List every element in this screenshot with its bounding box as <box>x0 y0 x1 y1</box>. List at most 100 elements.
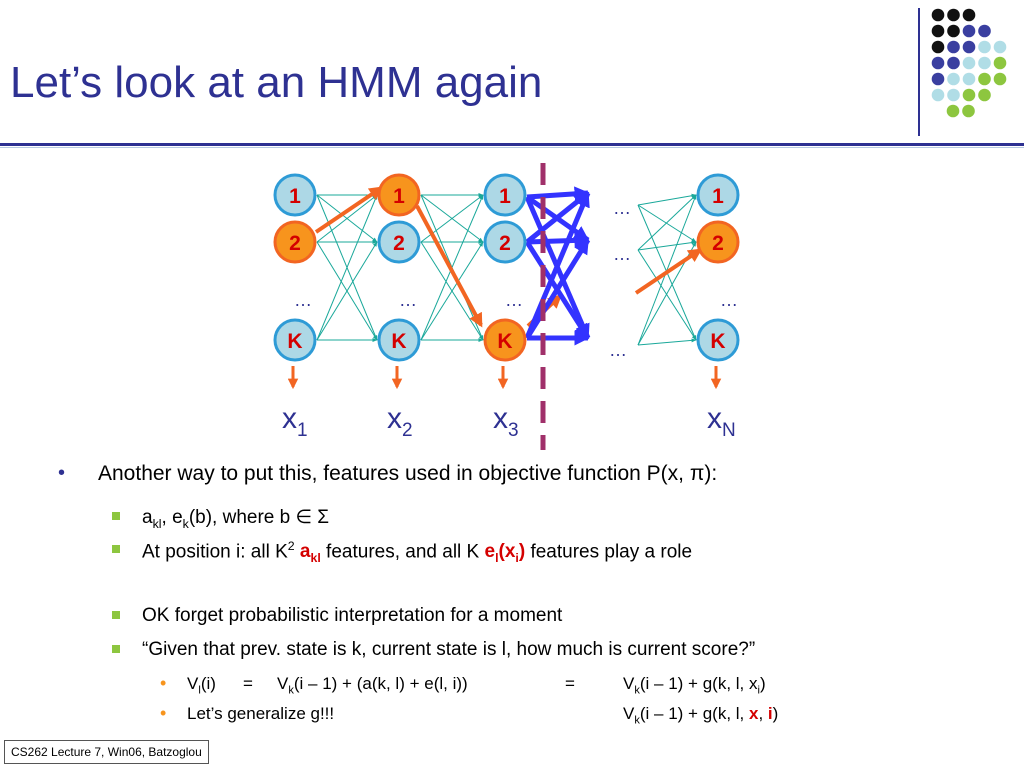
decorative-dot <box>978 72 991 86</box>
decorative-dot <box>962 56 976 70</box>
state-nodes: 1 2K 1 2K 1 2K 1 2K <box>273 173 740 362</box>
decorative-dot <box>993 72 1007 86</box>
transition-edge <box>637 249 697 341</box>
equals-1: = <box>243 674 253 693</box>
emission-label-subscript: 3 <box>508 420 519 441</box>
v-symbol: V <box>187 674 199 693</box>
decorative-dot <box>947 24 960 38</box>
sigma-symbol: Σ <box>312 507 330 528</box>
bullet-sub-forget-text: OK forget probabilistic interpretation f… <box>142 605 563 626</box>
e-subscript: k <box>182 516 189 531</box>
ellipsis: … <box>609 340 627 360</box>
bullet-sub-question-text: “Given that prev. state is k, current st… <box>142 639 756 660</box>
recurrence-mid: Vk(i – 1) + (a(k, l) + e(l, i)) <box>277 674 468 696</box>
e-subscript: l <box>495 551 499 566</box>
viterbi-path-edge <box>634 248 703 295</box>
v-subscript: k <box>634 684 640 697</box>
comma: , <box>758 704 768 723</box>
decorative-dot <box>978 88 991 102</box>
emission-label-subscript: N <box>722 420 736 441</box>
x-open: (x <box>498 541 516 563</box>
state-node-label: 1 <box>393 185 405 208</box>
transition-edge <box>637 338 697 346</box>
state-node-circle <box>483 318 527 362</box>
state-node-k: K <box>483 318 527 362</box>
element-of-symbol: ∈ <box>295 507 313 528</box>
decorative-dot <box>947 56 960 70</box>
transition-edge <box>637 204 697 243</box>
footer-label: CS262 Lecture 7, Win06, Batzoglou <box>4 740 209 764</box>
recurrence-rhs: Vk(i – 1) + g(k, l, xi) <box>623 674 766 696</box>
decorative-dot <box>931 72 945 86</box>
state-node-1: 1 <box>696 173 740 217</box>
state-node-circle <box>483 220 527 264</box>
i-highlight: i <box>767 704 773 723</box>
state-node-2: 2 <box>483 220 527 264</box>
bullet-main-text: Another way to put this, features used i… <box>98 462 690 485</box>
state-node-circle <box>483 173 527 217</box>
state-node-label: K <box>391 330 406 353</box>
decorative-dot <box>947 88 960 102</box>
decorative-dot <box>962 24 976 38</box>
state-node-label: 2 <box>393 232 405 255</box>
state-node-label: 1 <box>289 185 301 208</box>
bullet-sub-features-text: At position i: all K <box>142 541 288 563</box>
v-subscript: k <box>634 714 640 727</box>
v-symbol: V <box>623 674 635 693</box>
x-close: ) <box>518 541 526 563</box>
x-subscript: i <box>515 551 519 566</box>
state-node-label: 1 <box>712 185 724 208</box>
state-node-label: 2 <box>499 232 511 255</box>
e-symbol: e <box>484 541 496 563</box>
state-node-circle <box>696 173 740 217</box>
state-node-circle <box>696 318 740 362</box>
slide-title: Let’s look at an HMM again <box>10 58 543 107</box>
akl-highlight: akl <box>299 541 321 565</box>
state-node-label: K <box>497 330 512 353</box>
state-node-label: 2 <box>289 232 301 255</box>
bullet-sub-params-text: (b), where b <box>188 507 296 528</box>
emission-label-subscript: 1 <box>297 420 308 441</box>
state-node-label: K <box>710 330 725 353</box>
viterbi-path-edge <box>415 205 483 328</box>
v-subscript: l <box>198 684 201 697</box>
state-node-2: 2 <box>273 220 317 264</box>
v-symbol: V <box>277 674 289 693</box>
decorative-dot <box>947 72 960 86</box>
e-symbol: e <box>172 507 183 528</box>
green-square-icon <box>112 512 120 520</box>
emission-label-base: x <box>282 402 297 435</box>
ellipsis-marks: ………………… <box>294 198 738 360</box>
decorative-dot <box>931 56 945 70</box>
a-symbol: a <box>299 541 311 563</box>
decorative-dot <box>978 56 991 70</box>
decorative-dot <box>947 40 960 54</box>
state-node-1: 1 <box>483 173 527 217</box>
x-subscript: i <box>757 684 760 697</box>
v-symbol: V <box>623 704 635 723</box>
generalize-text: Let’s generalize g!!! <box>187 704 335 723</box>
emission-label-base: x <box>707 402 722 435</box>
orange-dot-icon: • <box>160 703 167 723</box>
v-subscript: k <box>288 684 294 697</box>
x-highlight: x <box>749 704 759 723</box>
title-underline <box>0 143 1024 146</box>
decorative-dot-grid <box>931 8 1007 118</box>
viterbi-path-edge <box>314 186 384 234</box>
emission-label-base: x <box>387 402 402 435</box>
emission-label-x1: x1 <box>282 402 308 442</box>
transition-edge <box>637 240 697 251</box>
ellipsis: … <box>613 244 631 264</box>
bullet-sub-features-suffix: features play a role <box>525 541 693 563</box>
emission-arrows <box>287 366 722 390</box>
ellipsis: … <box>294 290 312 310</box>
state-node-k: K <box>273 318 317 362</box>
state-node-label: 2 <box>712 232 724 255</box>
emission-label-subscript: 2 <box>402 420 413 441</box>
bullet-dot-icon: • <box>58 462 66 484</box>
decorative-dot <box>946 104 960 118</box>
generalized-rhs: Vk(i – 1) + g(k, l, x, i) <box>623 704 778 726</box>
ellipsis: … <box>613 198 631 218</box>
decorative-dot <box>978 24 991 38</box>
